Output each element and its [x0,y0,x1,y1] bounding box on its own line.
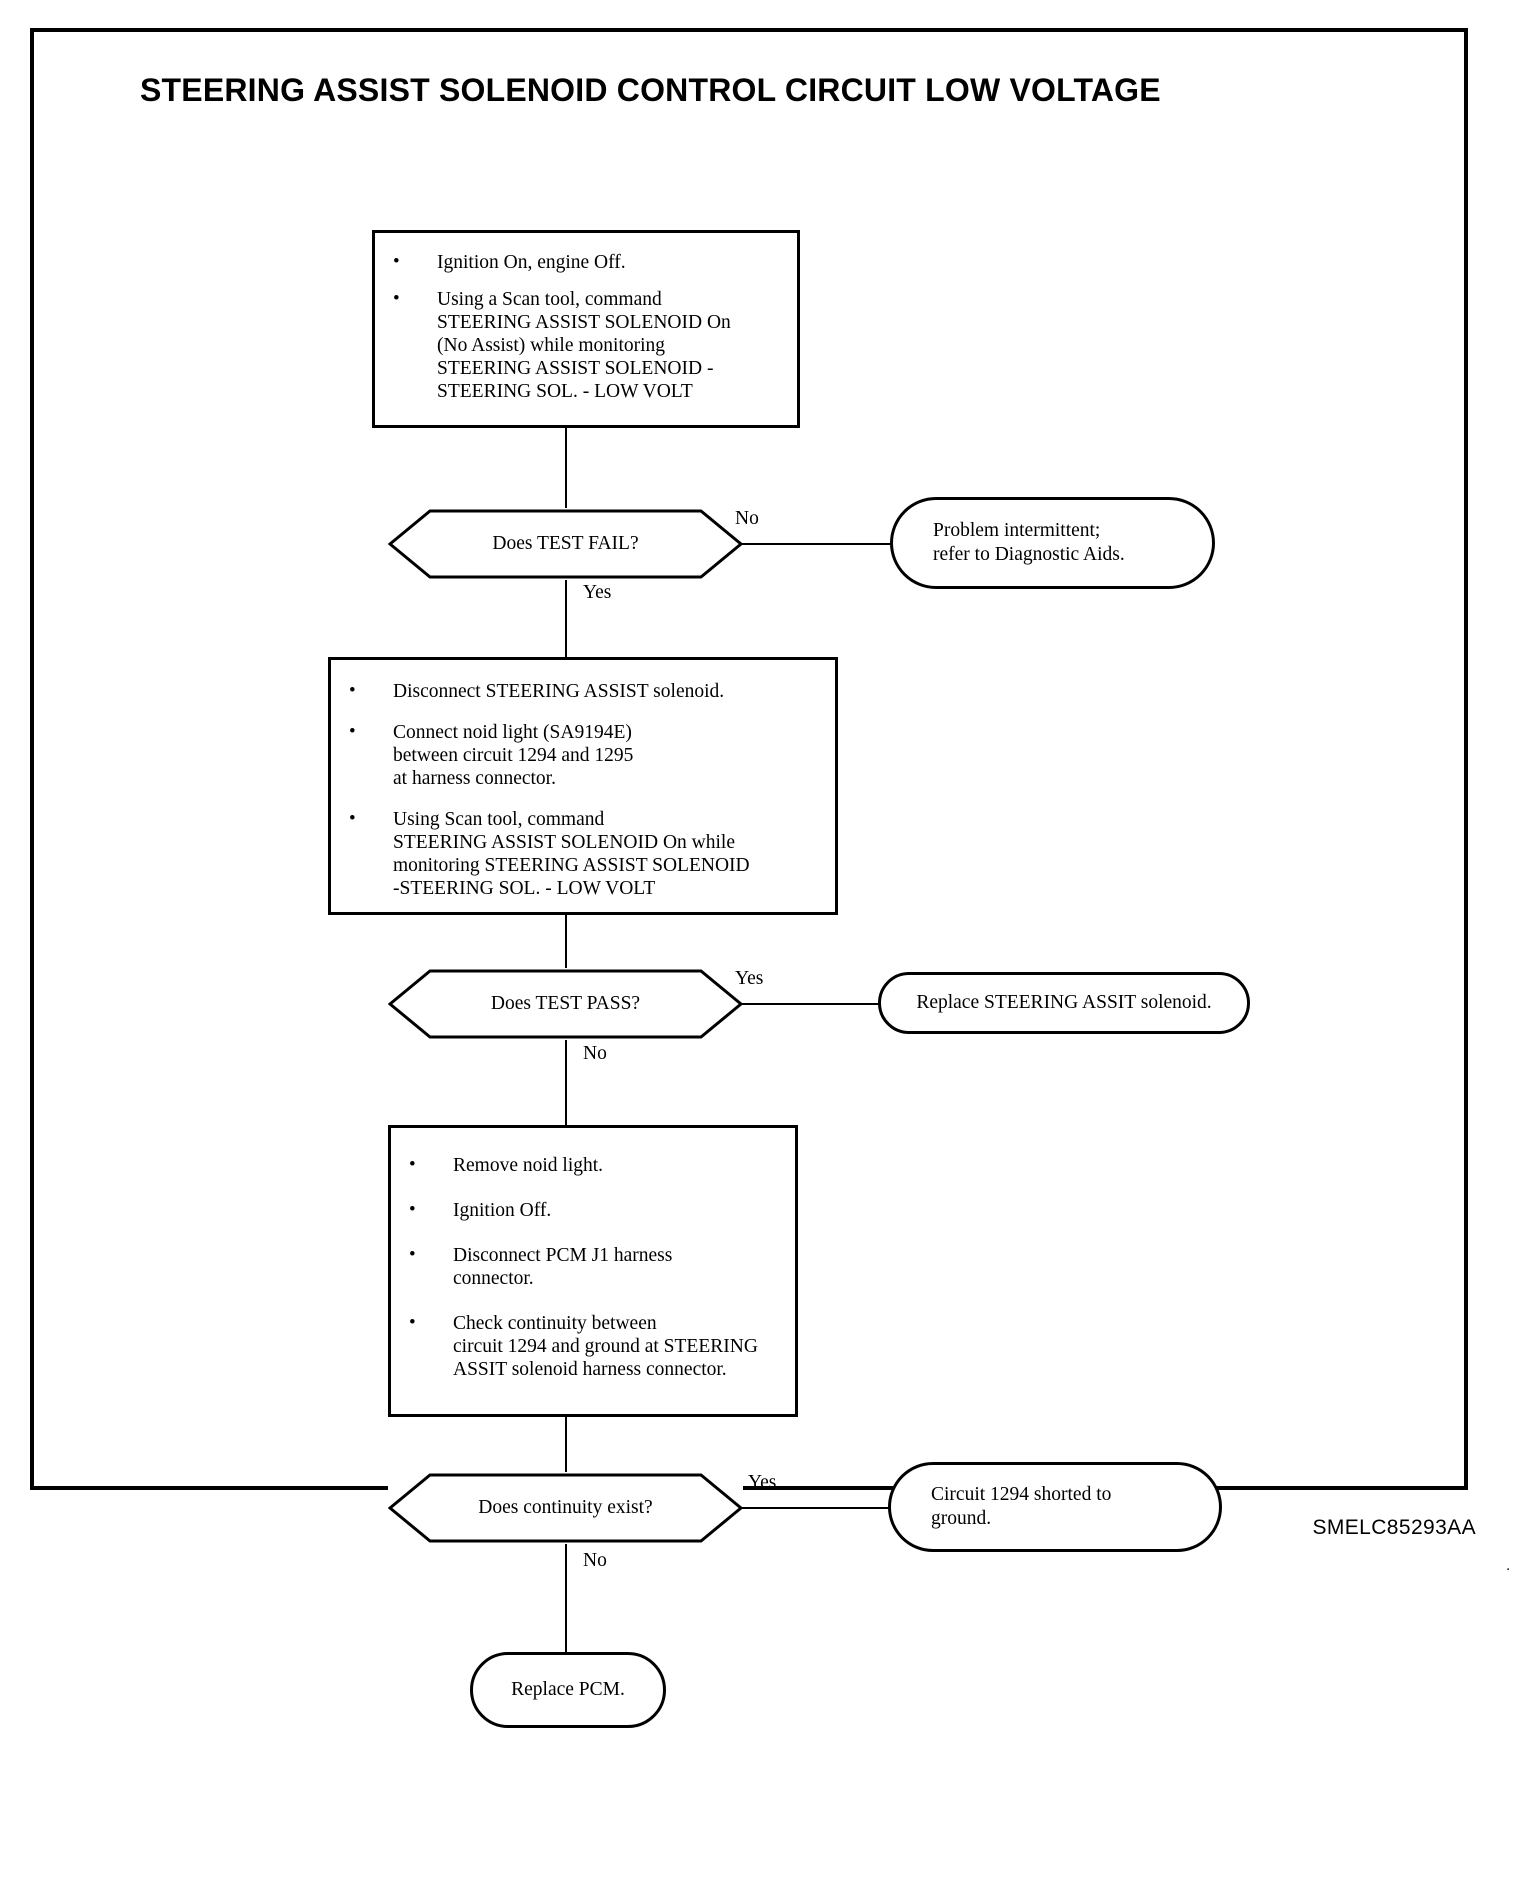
connector-decision2-step3 [565,1040,567,1125]
document-code: SMELC85293AA [1312,1516,1476,1539]
bullet-item: Ignition Off. [391,1198,795,1222]
connector-decision1-step2 [565,580,567,657]
terminator-replace-solenoid: Replace STEERING ASSIT solenoid. [878,972,1250,1034]
decision-does-continuity-exist: Does continuity exist? [388,1472,743,1544]
corner-mark: . [1506,1558,1510,1574]
decision-label: Does continuity exist? [478,1497,653,1518]
bullet-item: Connect noid light (SA9194E) between cir… [331,720,835,790]
bullet-item: Disconnect PCM J1 harness connector. [391,1243,795,1290]
connector-step1-decision1 [565,428,567,508]
bullet-item: Using Scan tool, command STEERING ASSIST… [331,807,835,900]
bullet-item: Using a Scan tool, command STEERING ASSI… [375,287,797,403]
decision-label: Does TEST PASS? [490,993,641,1014]
connector-decision3-term4 [565,1544,567,1652]
terminator-circuit-shorted: Circuit 1294 shorted to ground. [888,1462,1222,1552]
connector-step3-decision3 [565,1417,567,1472]
connector-decision1-term1 [741,543,894,545]
terminator-text: Circuit 1294 shorted to ground. [931,1484,1112,1529]
connector-decision3-term3 [741,1507,891,1509]
branch-label-no-1: No [735,508,759,529]
decision-does-test-fail: Does TEST FAIL? [388,508,743,580]
bullet-item: Remove noid light. [391,1153,795,1177]
page-title: STEERING ASSIST SOLENOID CONTROL CIRCUIT… [140,72,1161,108]
branch-label-no-3: No [583,1550,607,1571]
terminator-replace-pcm: Replace PCM. [470,1652,666,1728]
bullet-item: Ignition On, engine Off. [375,250,797,274]
terminator-text: Problem intermittent; refer to Diagnosti… [933,520,1125,565]
process-box-step3: Remove noid light. Ignition Off. Disconn… [388,1125,798,1417]
terminator-problem-intermittent: Problem intermittent; refer to Diagnosti… [890,497,1215,589]
connector-decision2-term2 [741,1003,881,1005]
branch-label-yes-1: Yes [583,582,612,603]
process-box-step1: Ignition On, engine Off. Using a Scan to… [372,230,800,428]
connector-step2-decision2 [565,915,567,968]
branch-label-yes-3: Yes [748,1472,777,1493]
bullet-item: Check continuity between circuit 1294 an… [391,1311,795,1381]
bullet-item: Disconnect STEERING ASSIST solenoid. [331,679,835,703]
process-box-step2: Disconnect STEERING ASSIST solenoid. Con… [328,657,838,915]
terminator-text: Replace STEERING ASSIT solenoid. [916,992,1212,1013]
decision-does-test-pass: Does TEST PASS? [388,968,743,1040]
branch-label-no-2: No [583,1043,607,1064]
terminator-text: Replace PCM. [511,1679,625,1700]
branch-label-yes-2: Yes [735,968,764,989]
decision-label: Does TEST FAIL? [492,533,639,554]
